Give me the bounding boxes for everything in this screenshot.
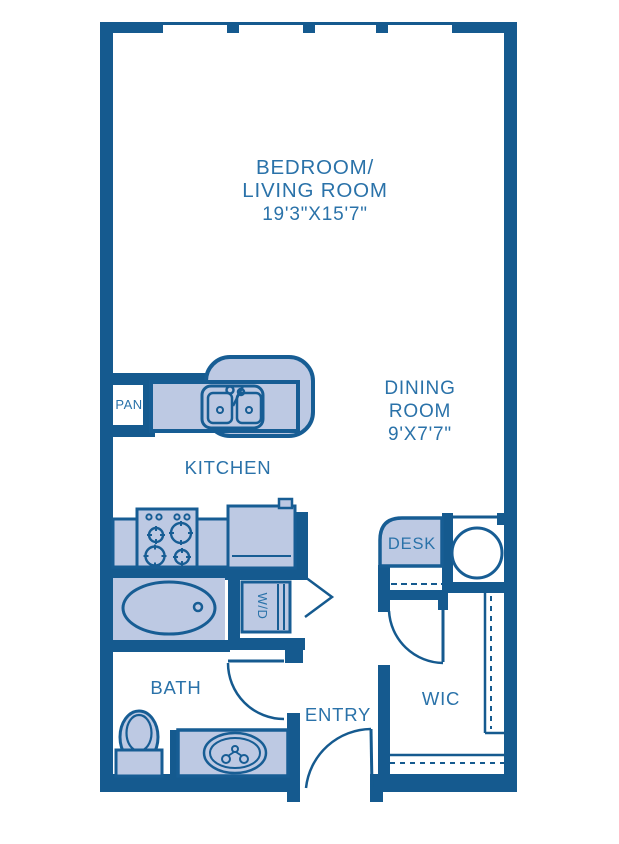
- bathtub-icon: [121, 580, 217, 636]
- room-labels: BEDROOM/ LIVING ROOM 19'3"X15'7" DINING …: [115, 156, 460, 725]
- stove-knobs: [145, 513, 191, 521]
- utility-room-wall-stub: [497, 513, 507, 525]
- wd-closet-wall-left: [228, 578, 240, 650]
- washer-dryer-icon: [240, 580, 292, 634]
- wall-top: [100, 22, 517, 33]
- shelving-lines: [390, 515, 504, 764]
- wd-bifold-door-icon: [304, 575, 335, 619]
- bath-door-arc: [226, 662, 285, 721]
- dining-label-line2: ROOM: [389, 401, 451, 422]
- refrigerator-handle: [277, 497, 294, 510]
- vanity-faucet-icon: [221, 745, 249, 764]
- bath-wall-stub-right: [287, 713, 300, 790]
- wic-label: WIC: [422, 688, 460, 709]
- tub-drain: [192, 601, 204, 613]
- window-4: [388, 25, 452, 33]
- round-table-icon: [450, 526, 504, 580]
- refrigerator-icon: [226, 504, 297, 570]
- toilet-tank: [114, 748, 164, 778]
- pantry-label: PAN: [115, 397, 142, 412]
- sink-faucet-lever: [231, 385, 245, 407]
- doors: [226, 575, 445, 789]
- window-1: [163, 25, 227, 33]
- bath-door-hinge-stub: [285, 638, 303, 663]
- sink-faucet-icon: [225, 385, 235, 395]
- sink-drain-left: [216, 406, 224, 414]
- desk-icon: [378, 516, 444, 568]
- window-2: [239, 25, 303, 33]
- wic-door-arc: [387, 610, 444, 665]
- entry-door-leaf: [369, 728, 374, 789]
- closet-wall-corner: [438, 590, 448, 610]
- wic-wall-left: [378, 665, 390, 790]
- vanity-wall-stub: [170, 730, 180, 780]
- closet-wall-bottom: [390, 590, 448, 600]
- wall-right: [504, 22, 517, 792]
- tub-front-ledge: [100, 640, 230, 652]
- utility-fixtures: [240, 516, 504, 634]
- windows: [163, 25, 452, 33]
- wall-bottom-right: [370, 774, 517, 792]
- desk-label: DESK: [388, 535, 436, 553]
- bedroom-living-label-line2: LIVING ROOM: [242, 179, 387, 202]
- sink-drain-right: [245, 406, 253, 414]
- bath-fixtures: [100, 578, 290, 778]
- kitchen-wall-right: [295, 512, 308, 580]
- pantry-wall-bottom: [100, 425, 155, 437]
- entry-label: ENTRY: [305, 704, 371, 725]
- walls: [100, 22, 517, 802]
- window-3: [315, 25, 376, 33]
- kitchen-fixtures: [111, 355, 315, 570]
- entry-door-arc: [304, 727, 372, 789]
- washer-dryer-label: W/D: [255, 593, 270, 620]
- bedroom-living-dimensions: 19'3"X15'7": [262, 204, 368, 225]
- kitchen-label: KITCHEN: [185, 457, 272, 478]
- washer-dryer-detail-lines: [277, 584, 285, 630]
- closet-wall-left-upper: [378, 565, 390, 612]
- dining-dimensions: 9'X7'7": [388, 424, 452, 445]
- bath-label: BATH: [150, 677, 201, 698]
- utility-room-wall-left: [442, 513, 453, 593]
- wall-left: [100, 22, 113, 792]
- kitchen-bath-wall: [100, 568, 308, 580]
- vanity-sink-inner: [209, 737, 261, 769]
- dining-label-line1: DINING: [384, 378, 455, 399]
- bedroom-living-label-line1: BEDROOM/: [256, 156, 374, 179]
- wall-bottom-left: [100, 774, 300, 792]
- utility-room-wall-bottom: [450, 582, 517, 593]
- stove-burners: [143, 521, 193, 568]
- wic-shelf-right: [483, 592, 504, 735]
